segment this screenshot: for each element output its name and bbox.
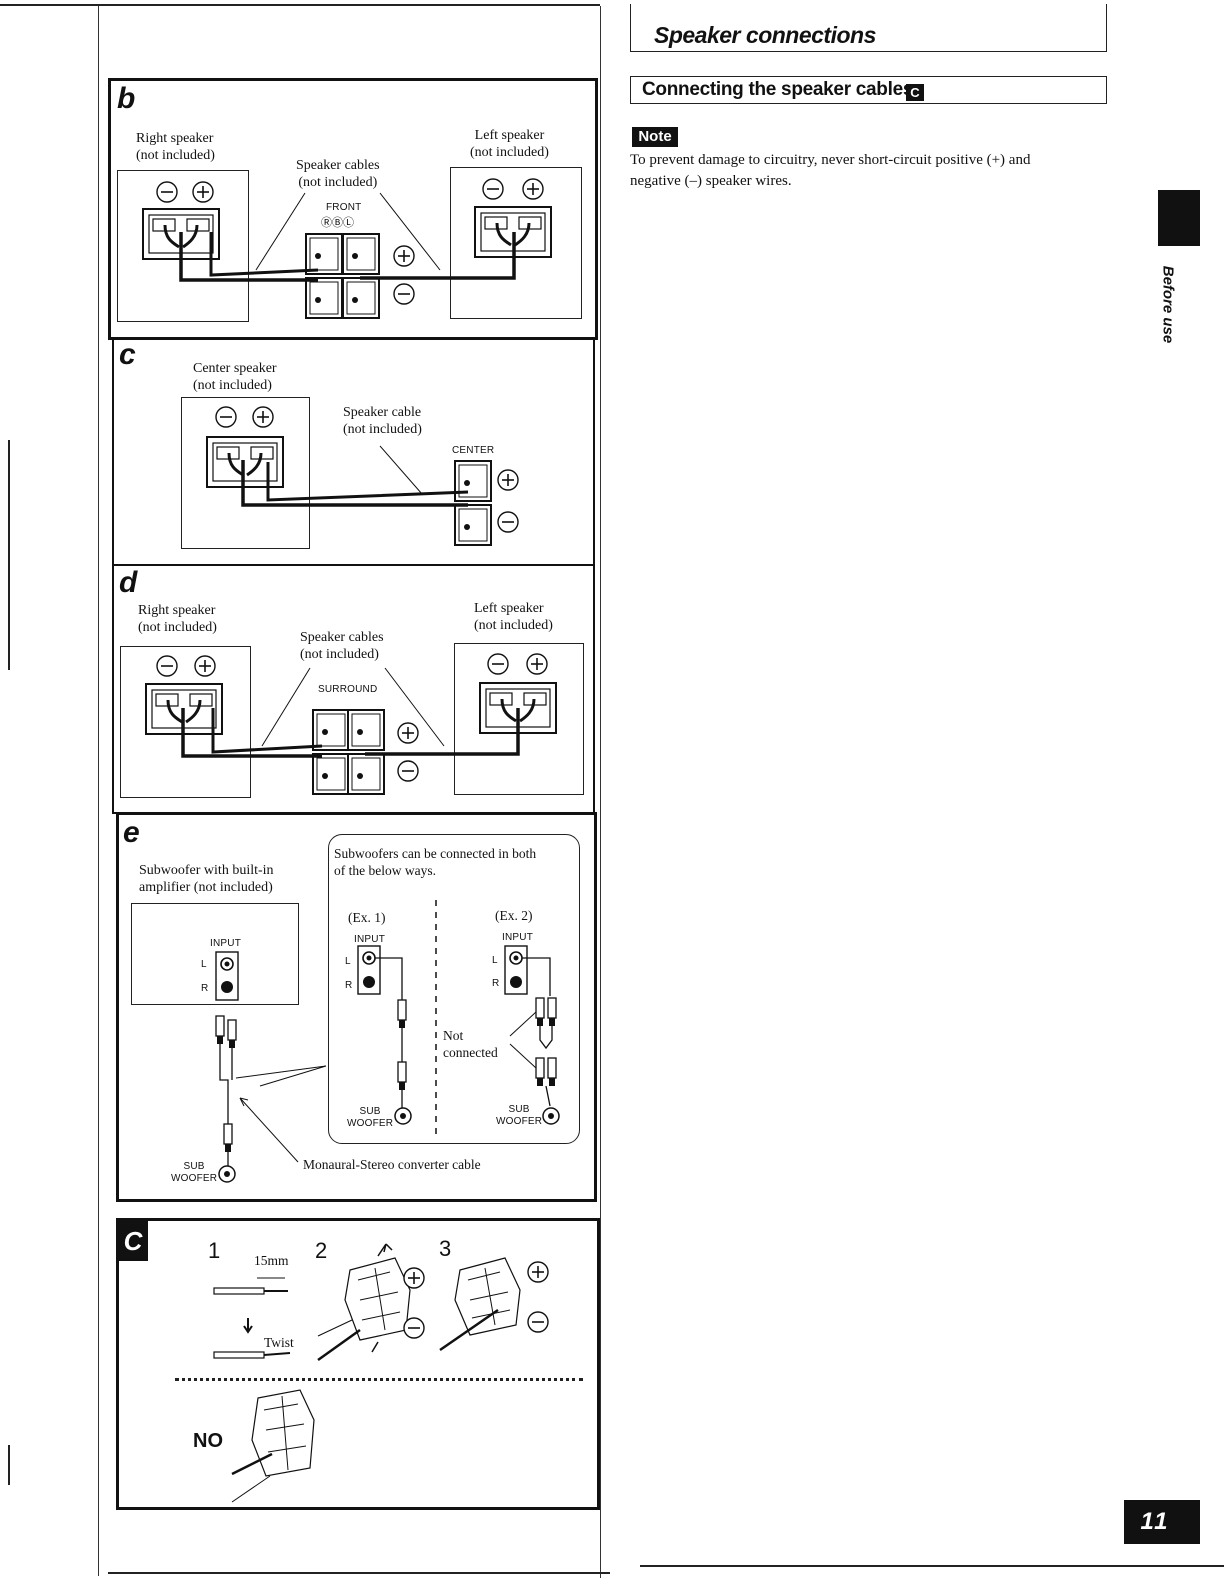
panel-e: [116, 812, 597, 1202]
page-number: 11: [1140, 1508, 1170, 1535]
panel-C: [116, 1218, 600, 1510]
panel-e-ex1-r: R: [345, 980, 353, 991]
panel-C-strip-length: 15mm: [254, 1253, 289, 1268]
bottom-right-rule: [640, 1565, 1224, 1567]
panel-e-ex1-input: INPUT: [354, 934, 385, 945]
panel-c-cable-label: Speaker cable (not included): [343, 405, 422, 437]
panel-c-letter: c: [119, 338, 136, 371]
subsection-title: Connecting the speaker cables: [642, 79, 914, 100]
bottom-rule: [108, 1572, 610, 1574]
side-tab-label: Before use: [1159, 265, 1177, 344]
panel-c-terminal-label: CENTER: [452, 445, 495, 456]
panel-b-cables-label: Speaker cables (not included): [296, 158, 380, 190]
section-title-box: [630, 4, 1107, 52]
panel-b-letter: b: [117, 82, 136, 115]
panel-e-ex1-l: L: [345, 956, 351, 967]
panel-e-main-sub-woofer: SUB WOOFER: [171, 1161, 218, 1184]
panel-e-ex2-l: L: [492, 955, 498, 966]
panel-d-cables-label: Speaker cables (not included): [300, 630, 384, 662]
side-tab-block: [1158, 190, 1200, 246]
panel-b-left-speaker: [450, 167, 582, 319]
panel-d-right-speaker: [120, 646, 251, 798]
panel-d-letter: d: [119, 566, 138, 599]
center-column-rule: [600, 6, 601, 1578]
panel-d-terminal-label: SURROUND: [318, 684, 378, 695]
panel-e-subwoofer-box: [131, 903, 299, 1005]
subsection-title-box: [630, 76, 1107, 104]
panel-e-ways-box: [328, 834, 580, 1144]
top-rule: [0, 4, 600, 6]
panel-C-step3: 3: [439, 1236, 452, 1261]
panel-e-not-connected: Not connected: [443, 1028, 498, 1060]
panel-e-l-label: L: [201, 959, 207, 970]
left-edge-mark-2: [8, 1445, 10, 1485]
panel-C-step1: 1: [208, 1238, 221, 1263]
page-number-box: [1124, 1500, 1200, 1544]
panel-e-converter-label: Monaural-Stereo converter cable: [303, 1157, 481, 1172]
panel-e-ex2-r: R: [492, 978, 500, 989]
panel-C-no: NO: [193, 1430, 223, 1452]
panel-e-ways-label: Subwoofers can be connected in both of t…: [334, 846, 537, 878]
panel-d-left-speaker: [454, 643, 584, 795]
section-title: Speaker connections: [654, 22, 876, 48]
note-text-line1: To prevent damage to circuitry, never sh…: [630, 152, 1031, 168]
subsection-marker: C: [906, 84, 924, 101]
note-badge: Note: [632, 127, 678, 147]
panel-e-r-label: R: [201, 983, 209, 994]
panel-e-ex1-sub-woofer: SUB WOOFER: [347, 1106, 394, 1129]
panel-e-ex2-label: (Ex. 2): [495, 908, 533, 923]
panel-e-letter: e: [123, 816, 140, 849]
left-edge-mark: [8, 440, 10, 670]
panel-C-twist: Twist: [264, 1335, 294, 1350]
panel-e-subwoofer-label: Subwoofer with built-in amplifier (not i…: [139, 863, 274, 895]
panel-d-right-speaker-label: Right speaker (not included): [138, 603, 217, 635]
panel-e-input-label: INPUT: [210, 938, 241, 949]
panel-d-left-speaker-label: Left speaker (not included): [474, 601, 553, 633]
panel-c-center-speaker-label: Center speaker (not included): [193, 361, 277, 393]
left-column-rule: [98, 6, 99, 1576]
panel-C-marker: C: [118, 1221, 148, 1261]
note-text-line2: negative (–) speaker wires.: [630, 173, 792, 189]
panel-b-left-speaker-label: Left speaker (not included): [470, 128, 549, 160]
panel-e-ex2-sub-woofer: SUB WOOFER: [496, 1104, 543, 1127]
panel-C-step2: 2: [315, 1238, 328, 1263]
panel-C-dotted-divider: [175, 1378, 583, 1381]
panel-e-ex2-input: INPUT: [502, 932, 533, 943]
panel-c-center-speaker: [181, 397, 310, 549]
panel-b-right-speaker-label: Right speaker (not included): [136, 131, 215, 163]
panel-b-right-speaker: [117, 170, 249, 322]
panel-e-ex1-label: (Ex. 1): [348, 910, 386, 925]
panel-b-terminal-label: FRONT: [326, 202, 362, 213]
